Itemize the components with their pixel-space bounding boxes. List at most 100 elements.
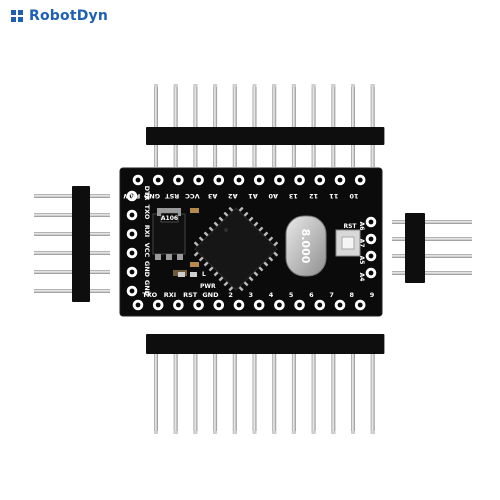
- bottom-pin-label: 2: [228, 291, 233, 299]
- header-pin: [331, 352, 336, 434]
- header-pin: [232, 352, 237, 434]
- bottom-pin-label: RST: [183, 291, 198, 299]
- right-edge-label: A7: [358, 239, 365, 248]
- header-pin: [291, 352, 296, 434]
- header-pin: [154, 84, 158, 144]
- top-pin-label: RST: [165, 192, 180, 200]
- left-edge-label: GND: [143, 261, 151, 278]
- top-pin-label: A3: [208, 192, 218, 200]
- header-pin-tip: [370, 431, 375, 434]
- header-pin-tip: [232, 431, 237, 434]
- header-pin: [392, 220, 472, 224]
- header-pin-tip: [154, 84, 158, 87]
- header-pin-tip: [213, 431, 218, 434]
- header-pin: [272, 84, 277, 144]
- header-plastic: [405, 213, 425, 283]
- header-pin: [392, 237, 472, 241]
- led-label: L: [202, 271, 206, 278]
- right-edge-label: A6: [358, 222, 365, 231]
- bottom-pin-label: 5: [289, 291, 294, 299]
- header-pin-lower: [331, 145, 336, 167]
- header-pin-tip: [331, 84, 336, 87]
- header-pin-tip: [311, 431, 316, 434]
- header-pin-tip: [351, 84, 355, 87]
- pad-drill: [297, 302, 302, 308]
- pad-drill: [357, 302, 363, 308]
- header-pin: [173, 84, 178, 144]
- pad-drill: [236, 302, 242, 308]
- header-pin: [252, 84, 257, 144]
- bottom-pin-label: 8: [350, 291, 355, 299]
- header-pin-tip: [311, 84, 316, 87]
- header-pin-lower: [154, 145, 158, 167]
- pad-drill: [277, 302, 282, 308]
- header-plastic: [72, 186, 90, 302]
- header-pin-tip: [173, 431, 178, 434]
- header-pin: [154, 352, 158, 434]
- top-pin-label: A1: [248, 192, 258, 200]
- pad-drill: [135, 177, 141, 183]
- brand-logo: RobotDyn: [10, 8, 108, 24]
- top-pin-label: 10: [349, 192, 359, 200]
- header-pin-tip: [252, 84, 257, 87]
- bottom-pin-label: 3: [249, 291, 254, 299]
- header-pin-tip: [154, 431, 158, 434]
- top-pin-label: 13: [289, 192, 298, 200]
- pad-drill: [297, 177, 302, 183]
- pad-drill: [337, 177, 343, 183]
- pad-drill: [368, 253, 374, 259]
- regulator-label: A106: [161, 215, 178, 222]
- pad-drill: [176, 177, 181, 183]
- header-pin: [213, 84, 218, 144]
- pad-drill: [129, 269, 135, 275]
- header-pin: [392, 271, 472, 275]
- reset-label: RST: [343, 223, 357, 230]
- right-pin-header: [392, 213, 472, 283]
- header-pin: [370, 84, 375, 144]
- brand-name: RobotDyn: [29, 8, 109, 24]
- right-edge-holes: [365, 216, 377, 279]
- atmega328p-chip: [193, 206, 279, 292]
- header-pin-lower: [351, 145, 355, 167]
- pad-drill: [129, 250, 135, 256]
- reset-button[interactable]: RST: [335, 223, 361, 257]
- voltage-regulator: A106: [152, 208, 186, 260]
- bottom-pin-label: RXI: [164, 291, 176, 299]
- top-pin-label: A0: [268, 192, 278, 200]
- pad-drill: [236, 177, 242, 183]
- header-pin-tip: [173, 84, 178, 87]
- left-edge-label: TXO: [143, 205, 151, 220]
- bottom-pin-header: [146, 334, 385, 434]
- header-pin-lower: [252, 145, 257, 167]
- header-pin: [252, 352, 257, 434]
- bottom-pin-label: TXO: [142, 291, 157, 299]
- header-pin: [351, 352, 355, 434]
- crystal-label: 8.000: [299, 229, 312, 264]
- header-pin-lower: [311, 145, 316, 167]
- pad-drill: [129, 212, 135, 218]
- top-pin-label: A2: [228, 192, 238, 200]
- robotdyn-logo-icon: [11, 10, 23, 22]
- right-edge-label: A5: [358, 256, 365, 265]
- left-edge-label: DTR: [143, 186, 151, 201]
- header-pin-tip: [331, 431, 336, 434]
- header-pin-lower: [213, 145, 218, 167]
- header-pin-lower: [193, 145, 198, 167]
- header-pin: [291, 84, 296, 144]
- pad-drill: [196, 302, 202, 308]
- header-pin-lower: [370, 145, 375, 167]
- header-pin-lower: [173, 145, 178, 167]
- header-pin-tip: [272, 431, 277, 434]
- header-plastic: [146, 334, 385, 354]
- power-label: PWR: [200, 283, 216, 290]
- top-pin-label: GND: [143, 192, 160, 200]
- bottom-pin-label: 4: [269, 291, 274, 299]
- pad-drill: [216, 302, 222, 308]
- status-leds: L PWR: [178, 271, 216, 290]
- top-pin-label: 11: [329, 192, 339, 200]
- header-pin-tip: [193, 84, 198, 87]
